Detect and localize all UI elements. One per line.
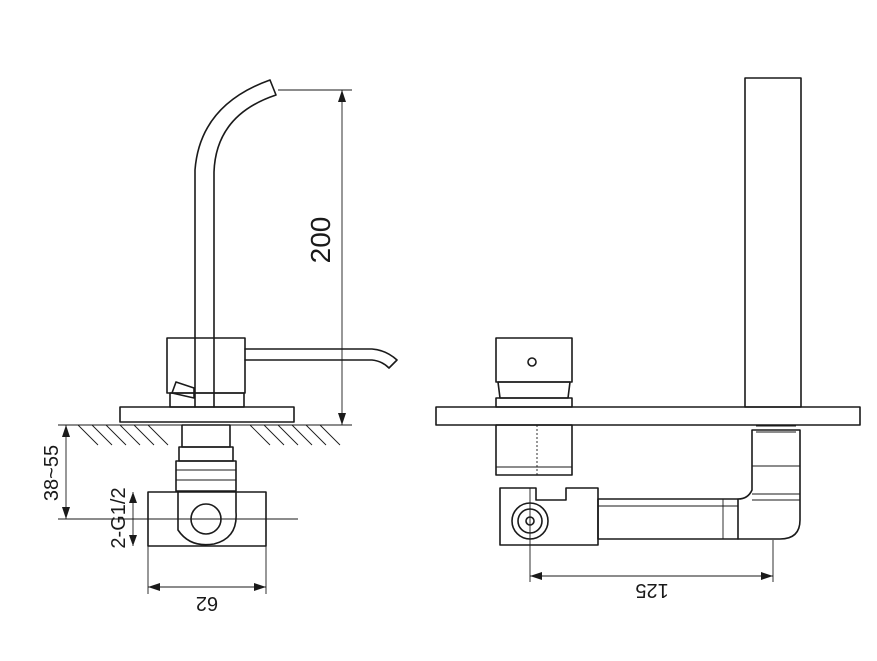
side-valve-body — [495, 424, 573, 476]
side-valve-block — [499, 487, 599, 546]
dim-label-62: 62 — [196, 592, 218, 614]
side-elbow — [737, 429, 801, 540]
front-view — [70, 79, 398, 547]
dim-62: 62 — [147, 546, 267, 614]
side-spout-column — [744, 77, 802, 408]
side-view — [435, 77, 861, 582]
side-pipe — [597, 498, 739, 540]
side-handle — [495, 337, 573, 383]
front-handle-body — [166, 337, 246, 394]
front-spout — [194, 79, 277, 408]
dim-label-125: 125 — [635, 579, 668, 601]
dim-125: 125 — [530, 540, 774, 601]
front-deck-plate — [119, 406, 295, 423]
dim-200: 200 — [278, 89, 352, 426]
dim-label-38-55: 38~55 — [41, 445, 63, 501]
dim-label-200: 200 — [305, 217, 336, 264]
front-lever — [244, 348, 398, 369]
ground-hatch — [70, 424, 345, 446]
side-deck-plate — [435, 406, 861, 426]
dim-connection: 2-G1/2 — [108, 487, 137, 549]
dim-label-connection: 2-G1/2 — [108, 487, 130, 548]
dim-38-55: 38~55 — [41, 424, 148, 520]
